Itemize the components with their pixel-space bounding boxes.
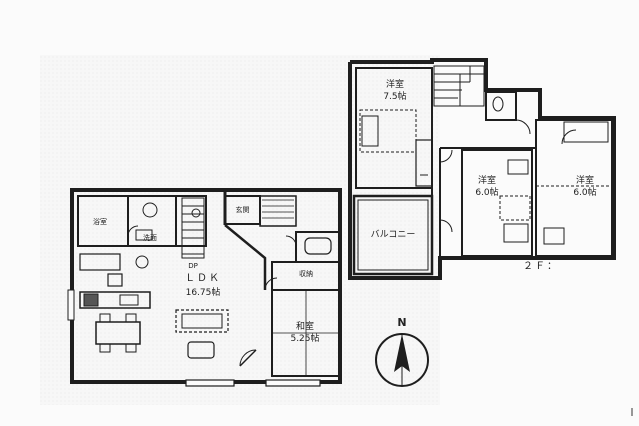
bath-room-label: 浴室 bbox=[93, 218, 107, 226]
balcony-label: バルコニー bbox=[370, 230, 416, 240]
washitsu-room-name: 和室 bbox=[295, 322, 314, 332]
washitsu-room-area: 5.25帖 bbox=[290, 334, 320, 344]
second-floor-plan bbox=[348, 58, 616, 280]
entrance-label: 玄関 bbox=[235, 206, 250, 214]
scan-noise-area bbox=[40, 55, 440, 405]
ldk-room-area: 16.75帖 bbox=[185, 288, 221, 298]
yoshitsu-top-name: 洋室 bbox=[385, 80, 404, 90]
storage-label: 収納 bbox=[299, 270, 313, 278]
ldk-room-name: ＬＤＫ bbox=[185, 273, 221, 284]
yoshitsu-mid-area: 6.0帖 bbox=[475, 188, 499, 198]
first-floor-plan bbox=[67, 188, 342, 387]
compass-north-label: N bbox=[397, 316, 407, 329]
yoshitsu-right-area: 6.0帖 bbox=[573, 188, 597, 198]
yoshitsu-top-area: 7.5帖 bbox=[383, 92, 407, 102]
second-floor-label: ２Ｆ： bbox=[523, 261, 559, 272]
yoshitsu-mid-name: 洋室 bbox=[477, 176, 496, 186]
yoshitsu-right-name: 洋室 bbox=[575, 176, 594, 186]
second-floor-stairs bbox=[433, 65, 485, 107]
north-compass bbox=[375, 333, 429, 387]
dp-label: DP bbox=[188, 262, 198, 270]
washroom-label: 洗面 bbox=[143, 234, 157, 242]
